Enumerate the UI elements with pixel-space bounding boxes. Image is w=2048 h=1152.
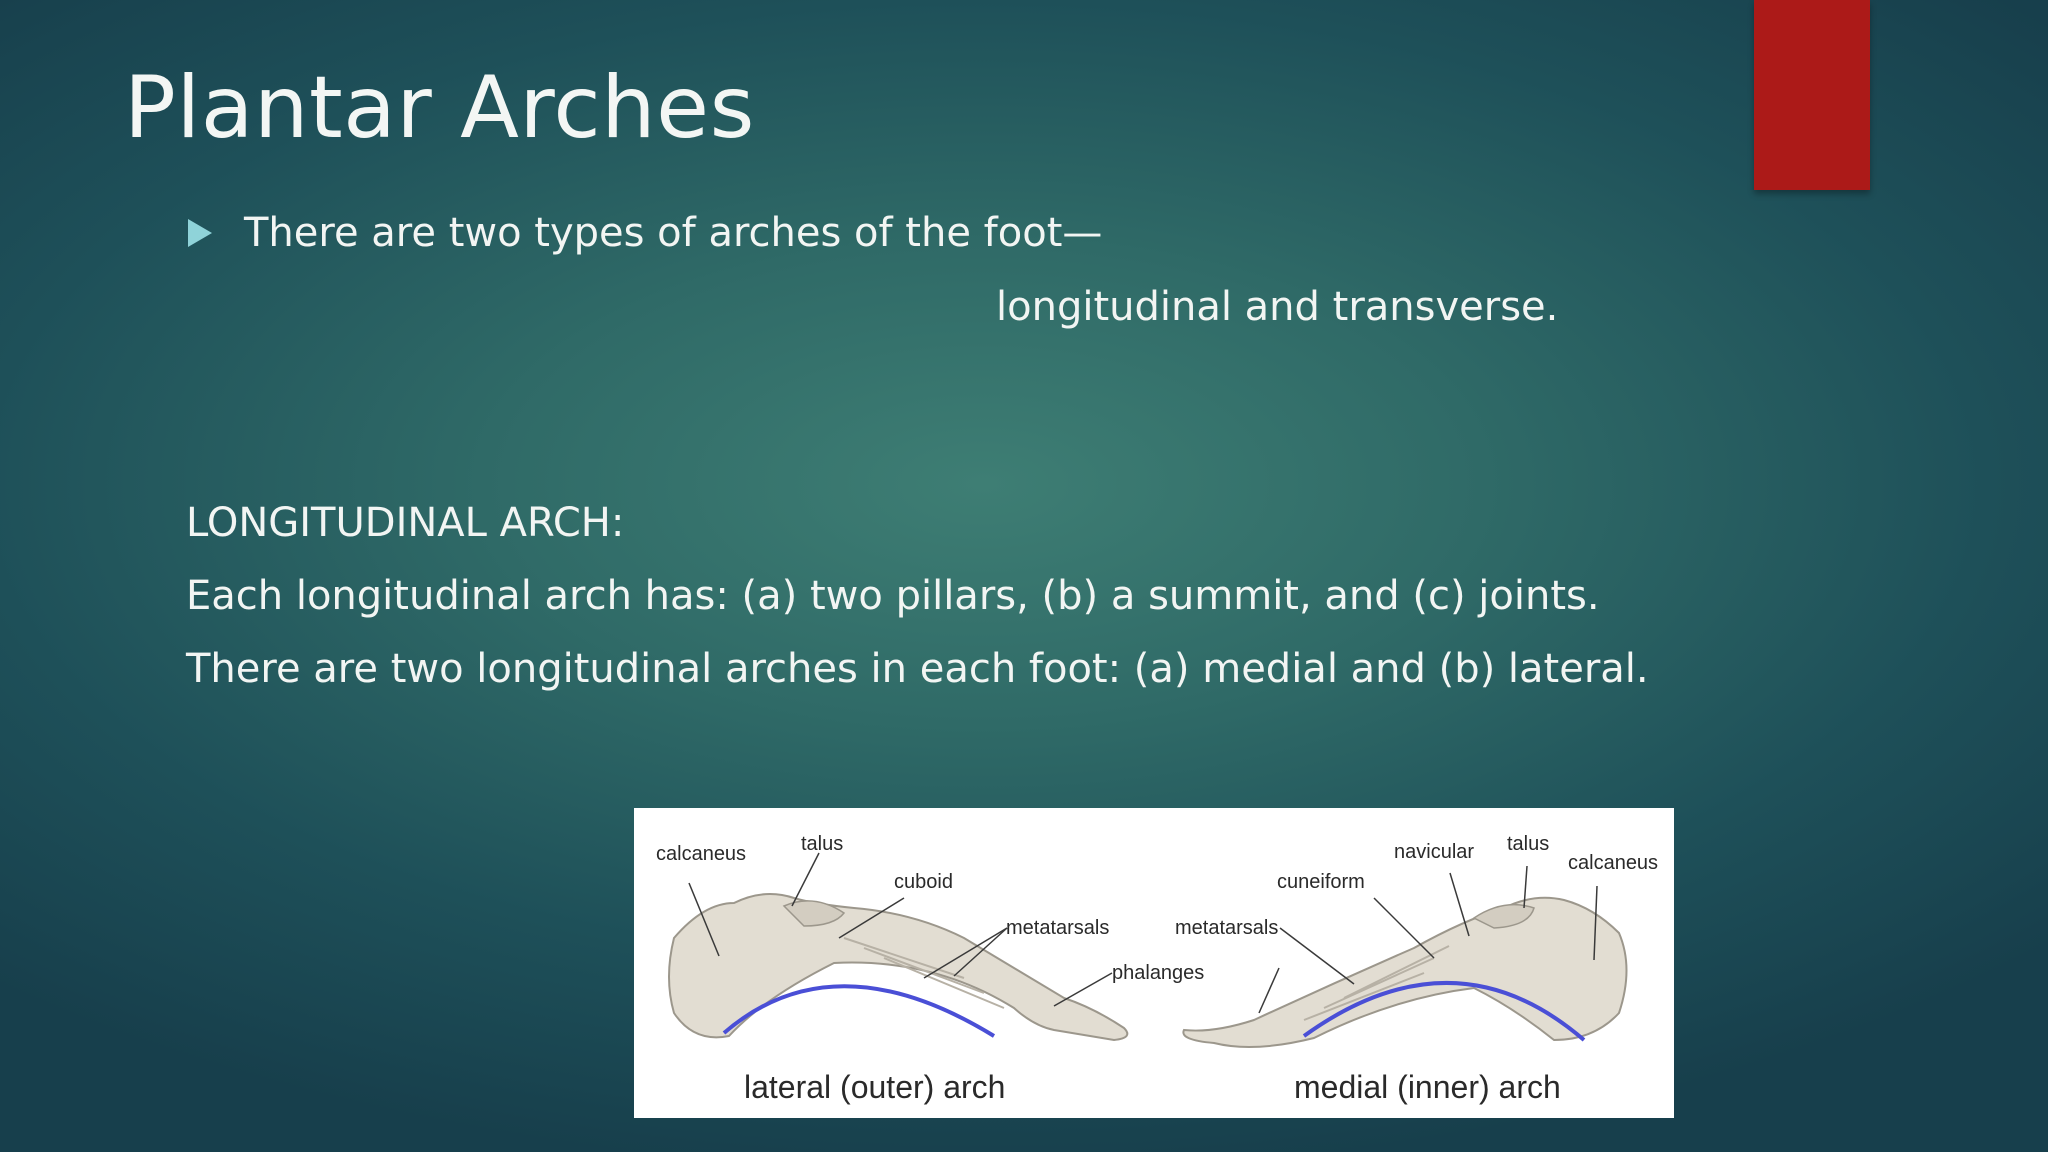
label-cuneiform: cuneiform xyxy=(1277,871,1365,893)
label-calcaneus-lateral: calcaneus xyxy=(656,843,746,865)
body-line-arches: There are two longitudinal arches in eac… xyxy=(186,646,1649,692)
label-phalanges: phalanges xyxy=(1112,962,1204,984)
label-leader-lines xyxy=(688,852,1598,1014)
lateral-arch-line xyxy=(722,984,996,1038)
label-metatarsals-lateral: metatarsals xyxy=(1006,917,1109,939)
slide-title: Plantar Arches xyxy=(124,58,755,158)
caption-lateral-arch: lateral (outer) arch xyxy=(744,1069,1005,1105)
foot-arches-figure: calcaneus talus cuboid metatarsals phala… xyxy=(634,808,1674,1118)
bullet-item: There are two types of arches of the foo… xyxy=(188,210,1102,256)
medial-foot-drawing xyxy=(1182,896,1628,1048)
medial-arch-line xyxy=(1302,981,1586,1042)
label-cuboid: cuboid xyxy=(894,871,953,893)
label-navicular: navicular xyxy=(1394,841,1474,863)
section-heading: LONGITUDINAL ARCH: xyxy=(186,500,625,546)
label-talus-medial: talus xyxy=(1507,833,1549,855)
label-metatarsals-medial: metatarsals xyxy=(1175,917,1278,939)
body-line-pillars: Each longitudinal arch has: (a) two pill… xyxy=(186,573,1600,619)
triangle-bullet-icon xyxy=(188,219,212,247)
bullet-continuation: longitudinal and transverse. xyxy=(996,284,1559,330)
caption-medial-arch: medial (inner) arch xyxy=(1294,1069,1561,1105)
lateral-foot-drawing xyxy=(668,893,1129,1042)
red-accent-bar xyxy=(1754,0,1870,190)
foot-arches-illustration: calcaneus talus cuboid metatarsals phala… xyxy=(656,833,1658,1105)
bullet-text: There are two types of arches of the foo… xyxy=(244,210,1103,256)
label-talus-lateral: talus xyxy=(801,833,843,855)
label-calcaneus-medial: calcaneus xyxy=(1568,852,1658,874)
